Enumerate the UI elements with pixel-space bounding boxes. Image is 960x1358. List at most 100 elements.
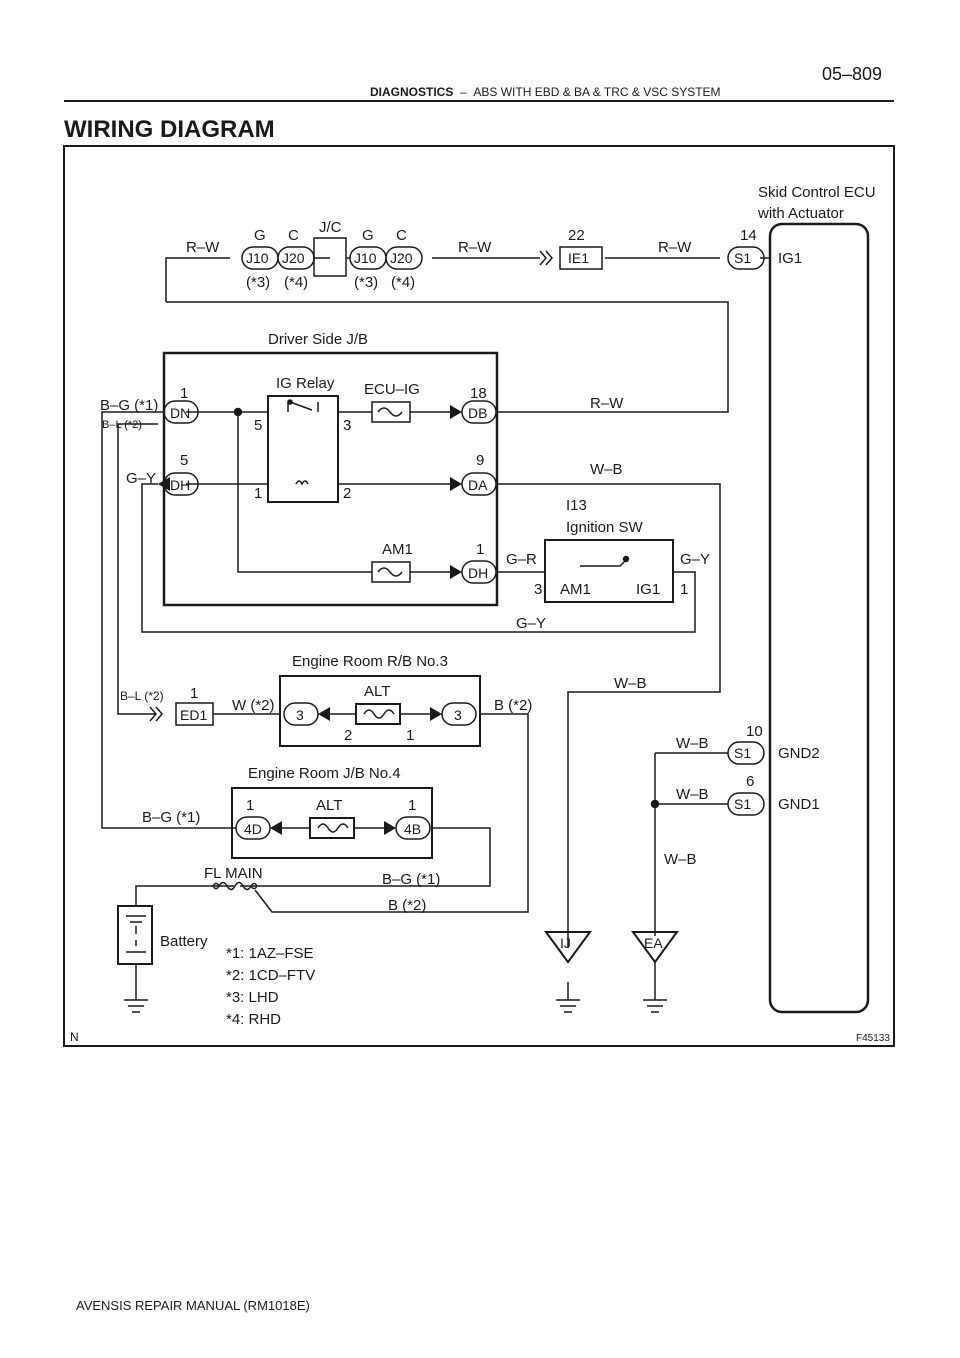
wire-label: G–Y [516,615,546,632]
wire-label: B (*2) [388,897,426,914]
jc-note-2: (*4) [284,274,308,291]
figure-id: F45133 [856,1033,890,1044]
jc-label: J/C [319,219,342,236]
pin-number: 18 [470,385,487,402]
ignition-switch-contact [580,557,629,567]
engine-room-jb4-label: Engine Room J/B No.4 [248,765,401,782]
wire-label: B–G (*1) [382,871,440,888]
ground-ij-triangle [544,931,592,964]
am1-fuse-label: AM1 [382,541,413,558]
connector-chevron [539,250,553,266]
wire-label: B–L (*2) [120,689,164,703]
wire-label: R–W [186,239,220,256]
page-number: 05–809 [822,64,883,84]
ignition-code: I13 [566,497,587,514]
jc-connector-1: J10 [246,250,269,266]
wire-paths [101,257,770,1000]
wire-label: B–G (*1) [100,397,158,414]
connector-chevron [149,706,163,722]
battery-cells-icon [126,915,146,953]
switch-terminal-ig1: IG1 [636,581,660,598]
ground-ea-label: EA [644,935,663,951]
battery-label: Battery [160,933,208,950]
connector-dh: DH [170,477,190,493]
wire-label: G–Y [680,551,710,568]
alt-fuse-label-2: ALT [316,797,342,814]
connector-s1-gnd2: S1 [734,745,751,761]
wire-label: W–B [590,461,623,478]
engine-room-rb3-box [279,675,481,747]
connector-4d: 4D [244,821,262,837]
note-1: *1: 1AZ–FSE [226,945,314,962]
connector-ed1: ED1 [180,707,207,723]
wire-label: R–W [590,395,624,412]
ground-symbols [124,999,667,1013]
rb3-pin: 2 [344,727,352,744]
relay-pin: 1 [254,485,262,502]
ecu-ig-fuse-icon [377,407,403,417]
jc-letter-4: C [396,227,407,244]
connector-dh2: DH [468,565,488,581]
fl-main-link-icon [218,881,252,891]
fl-main-label: FL MAIN [204,865,263,882]
ecu-ig-fuse-label: ECU–IG [364,381,420,398]
pin-number: 6 [746,773,754,790]
ignition-sw-label: Ignition SW [566,519,644,536]
ignition-switch-box [544,539,674,603]
switch-terminal-am1: AM1 [560,581,591,598]
note-2: *2: 1CD–FTV [226,967,315,984]
diagram-frame [63,145,895,1047]
connector-s1-ig1: S1 [734,250,751,266]
junction-dot [650,799,660,809]
wire-label: R–W [458,239,492,256]
engine-room-jb4-box [231,787,433,859]
jc-block [313,237,347,277]
page-title: WIRING DIAGRAM [64,116,275,143]
ig-relay-coil-icon [295,480,309,486]
jc-connector-2: J20 [282,250,305,266]
wire-label: W–B [664,851,697,868]
am1-fuse-icon [377,567,403,577]
alt-fuse-link-icon [317,823,349,833]
wire-label: B–L (*2) [102,419,142,431]
switch-pin: 3 [534,581,542,598]
am1-fuse-box [371,561,411,583]
ecu-terminal-ig1: IG1 [778,250,802,267]
section-header: DIAGNOSTICS – ABS WITH EBD & BA & TRC & … [370,85,721,99]
wire-label: R–W [658,239,692,256]
alt-fuse-label-1: ALT [364,683,390,700]
ecu-name-line1: Skid Control ECU [758,184,876,201]
note-4: *4: RHD [226,1011,281,1028]
wire-label: W–B [676,735,709,752]
relay-pin: 5 [254,417,262,434]
pin-number: 10 [746,723,763,740]
jc-note-1: (*3) [246,274,270,291]
rb3-pin: 1 [406,727,414,744]
pin-number: 22 [568,227,585,244]
connector-db: DB [468,405,487,421]
ig-relay-label: IG Relay [276,375,335,392]
jc-letter-2: C [288,227,299,244]
pin-number: 1 [476,541,484,558]
section-separator: – [460,85,467,99]
jc-letter-3: G [362,227,374,244]
skid-control-ecu-box [768,222,870,1014]
pin-number: 5 [180,452,188,469]
switch-pin: 1 [680,581,688,598]
driver-side-jb-label: Driver Side J/B [268,331,368,348]
relay-pin: 2 [343,485,351,502]
wire-label: B–G (*1) [142,809,200,826]
wire-label: G–R [506,551,537,568]
ig-relay-box [267,395,339,503]
wire-label: B (*2) [494,697,532,714]
connector-4b: 4B [404,821,421,837]
wire-label: W–B [614,675,647,692]
jc-letter-1: G [254,227,266,244]
ig-relay-contact [287,399,293,405]
wire-label: G–Y [126,470,156,487]
pin-number: 1 [180,385,188,402]
connector-s1-gnd1: S1 [734,796,751,812]
battery-box [117,905,153,965]
rb3-pin-left: 3 [296,707,304,723]
